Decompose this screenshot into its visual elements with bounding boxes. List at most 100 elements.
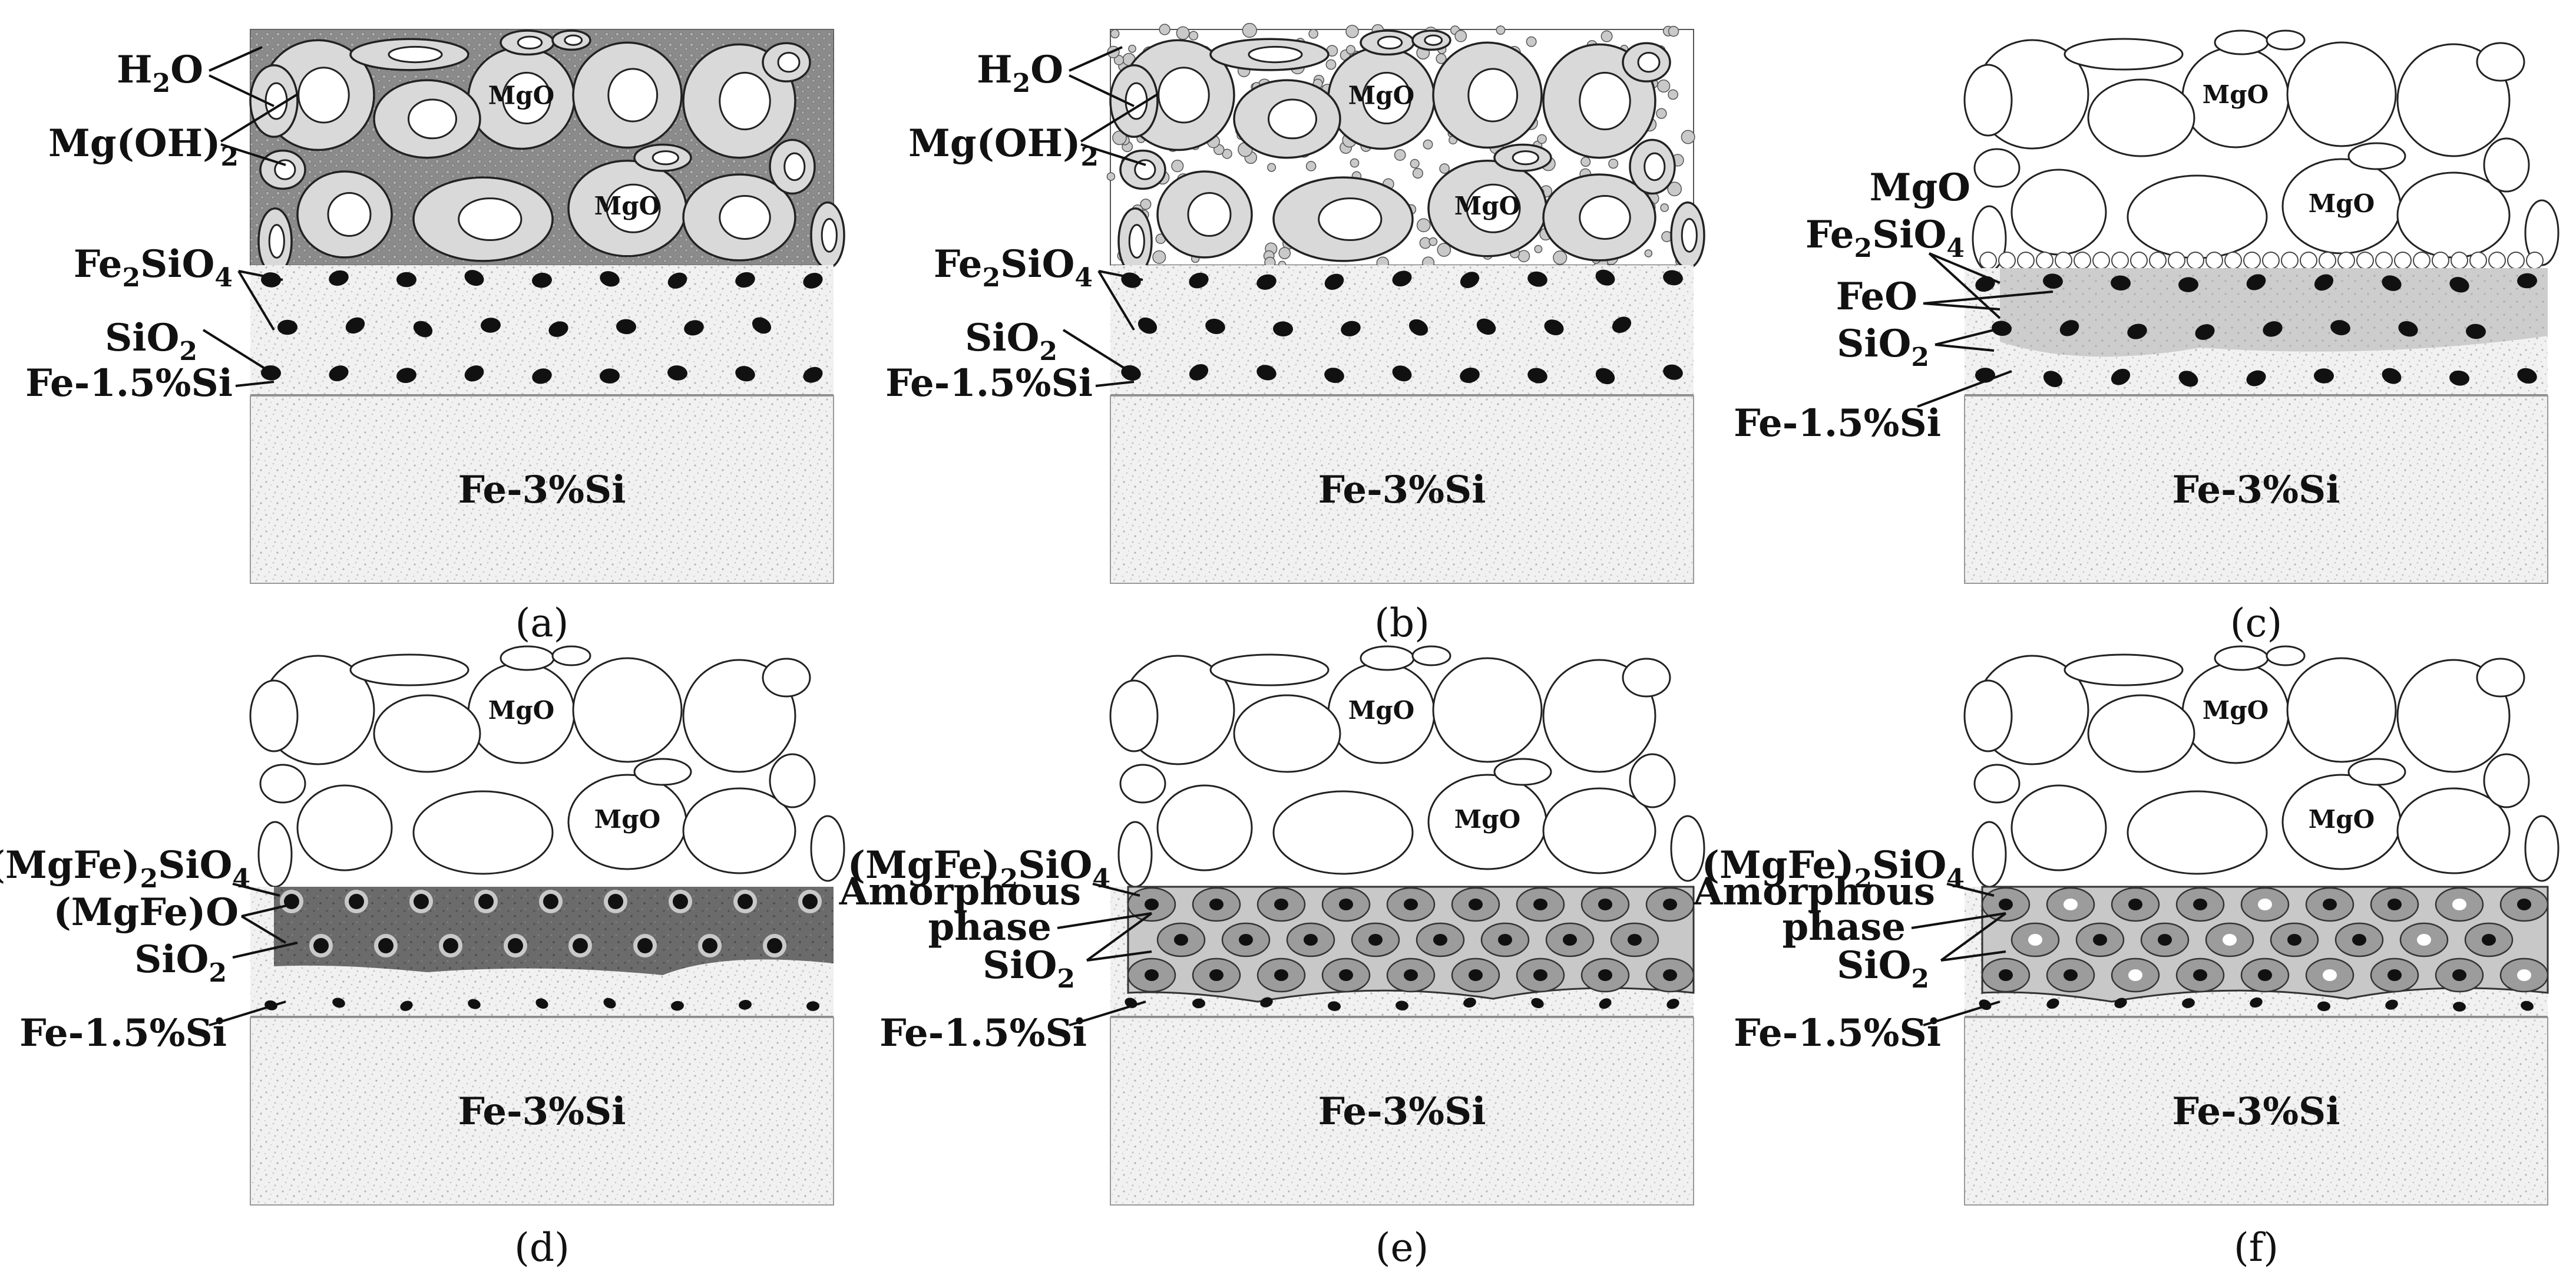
mg-oh-2-grain <box>1668 89 1678 100</box>
mgo-particle <box>373 694 481 773</box>
label-mg-oh-2: Mg(OH)2 <box>908 121 1099 172</box>
mgo-label: MgO <box>594 191 660 220</box>
substrate-label: Fe-3%Si <box>1318 1089 1486 1134</box>
label-sio2: SiO2 <box>965 316 1057 366</box>
sio2-particle <box>2323 969 2337 981</box>
label-leader <box>1069 74 1135 107</box>
mg-oh-2-grain <box>1308 29 1318 39</box>
sio2-particle <box>2059 320 2079 336</box>
label-leader <box>1098 270 1143 281</box>
mgo-core <box>268 224 285 259</box>
mgo-core <box>1579 71 1631 131</box>
sio2-particle <box>2517 273 2537 289</box>
mgo-particle <box>2476 42 2525 82</box>
sio2-particle <box>1260 997 1273 1008</box>
sio2-particle <box>2517 368 2537 384</box>
sio2-particle <box>2193 899 2207 910</box>
interface-bubble <box>2074 252 2091 269</box>
label-leader <box>241 903 292 917</box>
sio2-particle <box>806 1001 819 1011</box>
sio2-particle <box>2314 274 2334 291</box>
sio2-particle <box>738 894 753 909</box>
mgo-core <box>388 45 443 64</box>
mg-oh-2-grain <box>1222 148 1232 159</box>
mgo-particle <box>1542 787 1656 874</box>
mgo-core <box>1467 68 1519 123</box>
label-leader <box>1929 252 2000 284</box>
label-leader <box>238 270 283 281</box>
mg-oh-2-grain <box>1437 243 1451 257</box>
mg-oh-2-grain <box>1159 24 1170 35</box>
mgo-core <box>1248 45 1303 64</box>
mgo-particle <box>551 645 591 666</box>
sio2-particle <box>1598 899 1612 910</box>
sio2-particle <box>1145 969 1159 981</box>
sio2-particle <box>1189 272 1209 289</box>
sio2-particle <box>543 894 558 909</box>
sio2-particle <box>481 318 501 333</box>
mgo-particle <box>1119 764 1166 804</box>
sio2-particle <box>2043 371 2063 388</box>
sio2-particle <box>2398 321 2418 337</box>
label-leader <box>1935 329 1995 346</box>
label-leader <box>1057 912 1152 929</box>
mg-oh-2-grain <box>1152 250 1166 264</box>
interface-bubble <box>2281 252 2299 269</box>
mgo-label: MgO <box>594 805 660 834</box>
sio2-particle <box>2250 997 2263 1008</box>
mgo-label: MgO <box>2203 696 2269 725</box>
mgo-core <box>1424 34 1443 46</box>
sio2-particle <box>464 270 484 286</box>
label-fe2sio4: Fe2SiO4 <box>1805 213 1965 263</box>
sio2-particle <box>1598 969 1612 981</box>
sio2-particle <box>2263 321 2283 337</box>
mgo-core <box>777 51 801 73</box>
interface-bubble <box>2092 252 2110 269</box>
mgo-particle <box>1972 821 2007 888</box>
interface-bubble <box>2224 252 2242 269</box>
mgo-particle <box>2286 41 2397 147</box>
mg-oh-2-grain <box>1171 160 1184 173</box>
mg-oh-2-grain <box>1436 53 1447 64</box>
sio2-particle <box>1975 276 1995 292</box>
mg-oh-2-grain <box>1110 29 1120 39</box>
interface-bubble <box>1979 252 1997 269</box>
mgo-core <box>783 152 806 181</box>
label-sio2: SiO2 <box>983 943 1075 994</box>
mgo-label: MgO <box>1454 191 1520 220</box>
label-fe2sio4: Fe2SiO4 <box>934 242 1093 293</box>
mgo-particle <box>2064 38 2184 71</box>
sio2-particle <box>1469 899 1483 910</box>
mgo-particle <box>810 815 845 882</box>
sio2-particle <box>478 894 494 909</box>
mgo-particle <box>2524 815 2560 882</box>
label-sio2: SiO2 <box>105 316 197 366</box>
sio2-particle <box>508 938 523 953</box>
sio2-particle <box>2258 899 2272 910</box>
sio2-particle <box>2521 1000 2534 1011</box>
mgo-core <box>327 191 372 237</box>
mgo-core <box>606 183 661 233</box>
interface-bubble <box>2130 252 2148 269</box>
sio2-particle <box>2195 324 2215 340</box>
sio2-particle <box>2111 368 2131 385</box>
fe-3si-substrate <box>1110 1017 1694 1206</box>
mg-oh-2-grain <box>1537 134 1547 144</box>
substrate-label: Fe-3%Si <box>2172 1089 2340 1134</box>
mgo-core <box>1377 35 1403 49</box>
sio2-particle <box>603 998 616 1009</box>
panel-a: MgOMgOFe-3%SiH2OMg(OH)2Fe2SiO4SiO2Fe-1.5… <box>25 29 845 646</box>
mgo-particle <box>1272 790 1414 875</box>
mgo-particle <box>1109 679 1159 752</box>
mgo-core <box>517 35 543 49</box>
fe-3si-substrate <box>250 395 834 584</box>
mgo-core <box>1644 152 1666 181</box>
mgo-particle <box>572 657 683 763</box>
sio2-particle <box>2127 323 2147 339</box>
label-leader <box>1923 290 2053 305</box>
label-amorphous: Amorphous <box>1693 870 1935 914</box>
sio2-particle <box>535 998 548 1009</box>
sio2-particle <box>2482 934 2496 946</box>
sio2-particle <box>1341 321 1361 336</box>
sio2-particle <box>2111 275 2131 291</box>
